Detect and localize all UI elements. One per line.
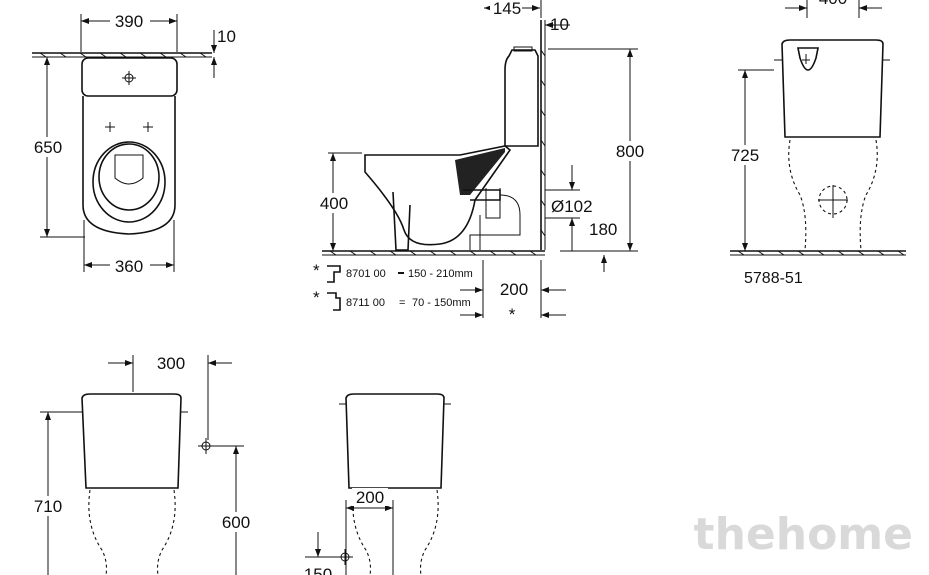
top-wall-label: 10 xyxy=(217,27,236,46)
top-view: 390 10 650 360 xyxy=(30,12,236,276)
footnote-range: 150 - 210mm xyxy=(408,268,473,280)
side-wall-label: 10 xyxy=(550,15,569,34)
total-height-label: 800 xyxy=(616,142,644,161)
footnote-marker: * xyxy=(313,288,320,307)
footnote-range: 70 - 150mm xyxy=(412,297,471,309)
seat-height-label: 400 xyxy=(320,194,348,213)
front-view: 400 725 5788-51 xyxy=(727,0,906,287)
footnote-1: * 8701 00 150 - 210mm xyxy=(313,261,473,283)
pipe-bend-icon xyxy=(327,265,341,283)
footnote-code: 8701 00 xyxy=(346,268,386,280)
top-width-label: 390 xyxy=(115,12,143,31)
outlet-distance-label: 200 xyxy=(500,280,528,299)
rear-height-label: 710 xyxy=(34,497,62,516)
rear-inlet-height-label: 600 xyxy=(222,513,250,532)
footnote-2: * 8711 00 = 70 - 150mm xyxy=(313,288,471,311)
rear-width-label: 300 xyxy=(157,354,185,373)
front-height-label: 725 xyxy=(731,146,759,165)
rear2-inlet-height-label: 150 xyxy=(304,565,332,575)
rear-view-2: 200 150 xyxy=(304,393,451,575)
rear-view-1: 300 710 600 xyxy=(30,354,254,575)
rear2-width-label: 200 xyxy=(356,488,384,507)
pipe-bend-icon xyxy=(327,292,341,311)
footnote-marker: * xyxy=(313,261,320,280)
watermark-logo: thehome xyxy=(694,509,913,560)
side-view: 145 10 800 400 Ø102 180 xyxy=(313,0,649,324)
svg-text:=: = xyxy=(399,297,405,309)
outlet-height-label: 180 xyxy=(589,220,617,239)
footnote-code: 8711 00 xyxy=(346,297,385,309)
bowl-width-label: 360 xyxy=(115,257,143,276)
asterisk-note: * xyxy=(509,305,516,324)
front-width-label: 400 xyxy=(819,0,847,8)
setback-label: 145 xyxy=(493,0,521,18)
top-length-label: 650 xyxy=(34,138,62,157)
outlet-diameter-label: Ø102 xyxy=(551,197,593,216)
model-number: 5788-51 xyxy=(744,270,803,287)
